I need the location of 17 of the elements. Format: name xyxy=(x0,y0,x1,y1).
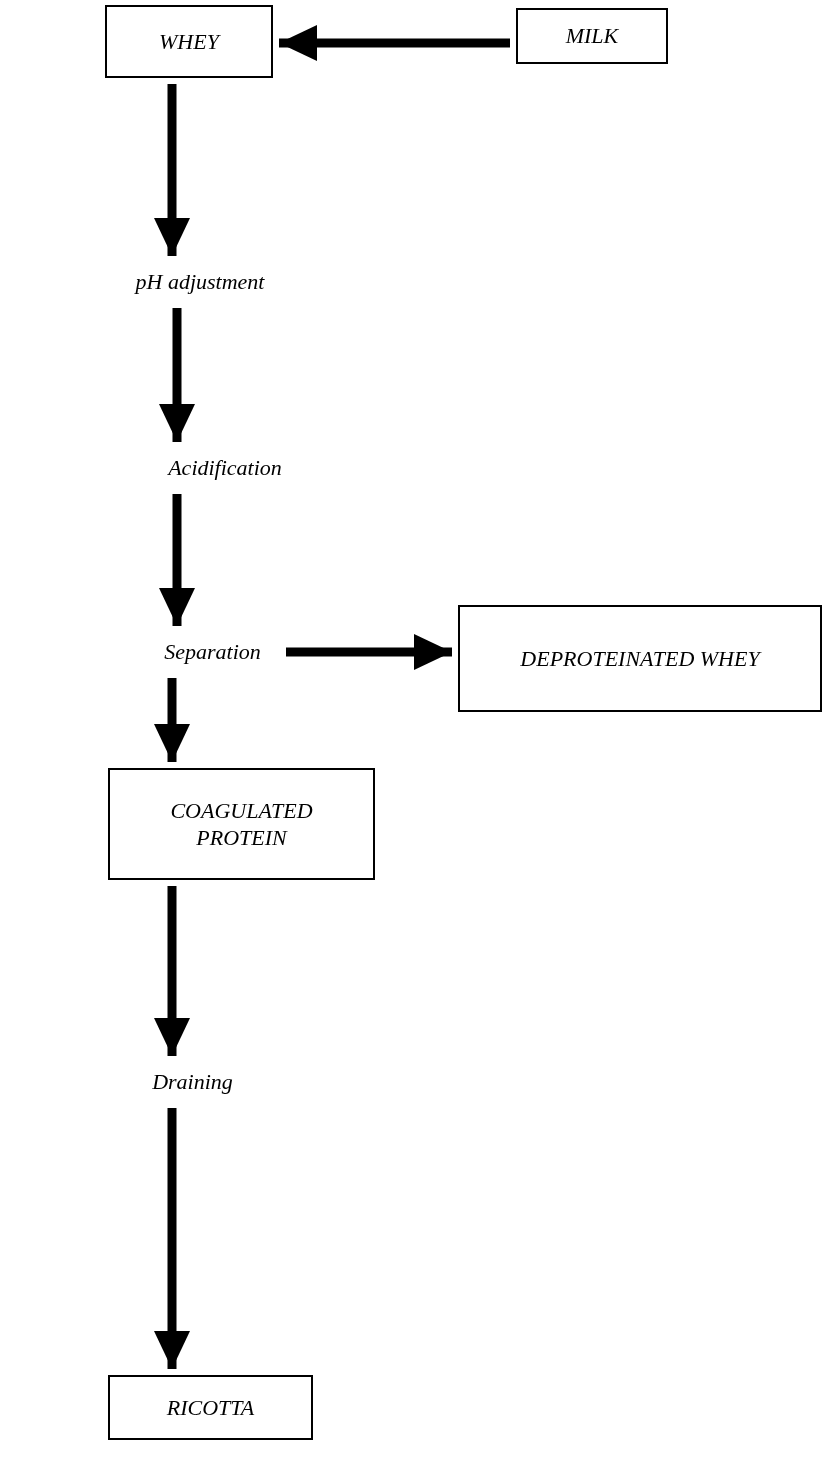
step-label: pH adjustment xyxy=(100,262,300,302)
arrow xyxy=(286,634,452,670)
product-box: MILK xyxy=(516,8,668,64)
arrow xyxy=(154,1108,190,1369)
arrow xyxy=(154,84,190,256)
step-label: Acidification xyxy=(150,448,300,488)
arrow xyxy=(159,308,195,442)
step-label: Draining xyxy=(130,1062,255,1102)
step-label: Separation xyxy=(145,632,280,672)
arrow xyxy=(159,494,195,626)
product-box: DEPROTEINATED WHEY xyxy=(458,605,822,712)
product-box: RICOTTA xyxy=(108,1375,313,1440)
arrow xyxy=(154,886,190,1056)
product-box: WHEY xyxy=(105,5,273,78)
arrow xyxy=(154,678,190,762)
product-box: COAGULATED PROTEIN xyxy=(108,768,375,880)
arrow xyxy=(279,25,510,61)
